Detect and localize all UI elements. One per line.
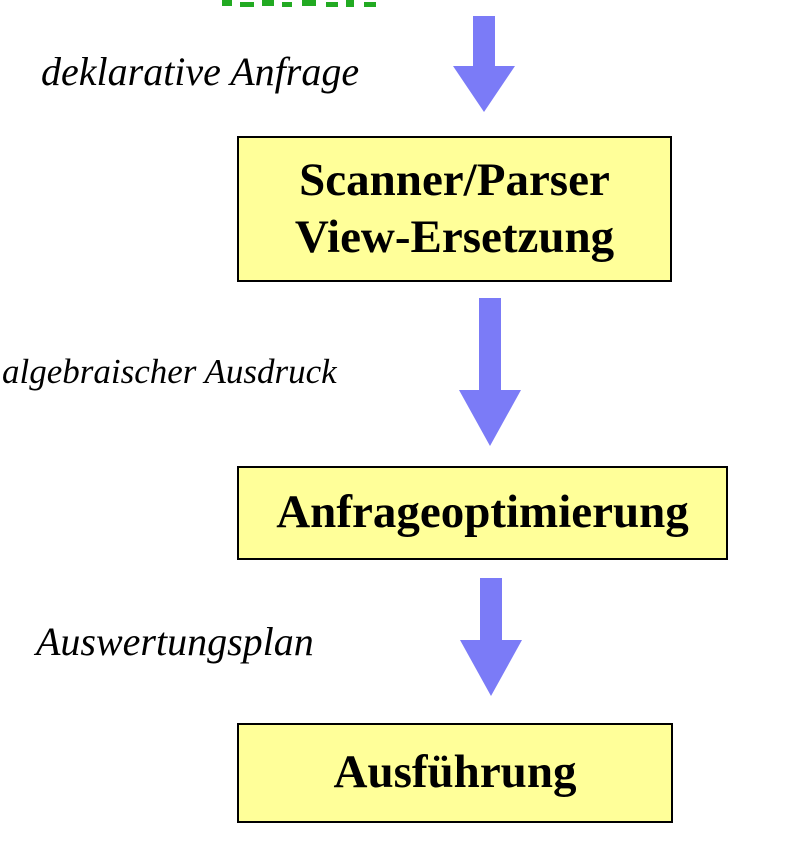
- box-title: Anfrageoptimierung: [276, 486, 689, 539]
- clipped-header-text-fragment: [218, 0, 388, 14]
- evaluation-plan-label: Auswertungsplan: [36, 619, 314, 664]
- box-title-line2: View-Ersetzung: [294, 211, 615, 263]
- box-title-line1: Scanner/Parser: [299, 153, 610, 206]
- down-arrow-icon: [459, 298, 521, 446]
- input-label: deklarative Anfrage: [41, 49, 360, 94]
- box-title: Ausführung: [333, 746, 577, 799]
- query-optimization-box: Anfrageoptimierung: [237, 466, 728, 560]
- execution-box: Ausführung: [237, 723, 673, 823]
- algebra-expression-label: algebraischer Ausdruck: [2, 352, 337, 391]
- down-arrow-icon: [453, 16, 515, 112]
- down-arrow-icon: [460, 578, 522, 696]
- scanner-parser-box: Scanner/Parser View-Ersetzung: [237, 136, 672, 282]
